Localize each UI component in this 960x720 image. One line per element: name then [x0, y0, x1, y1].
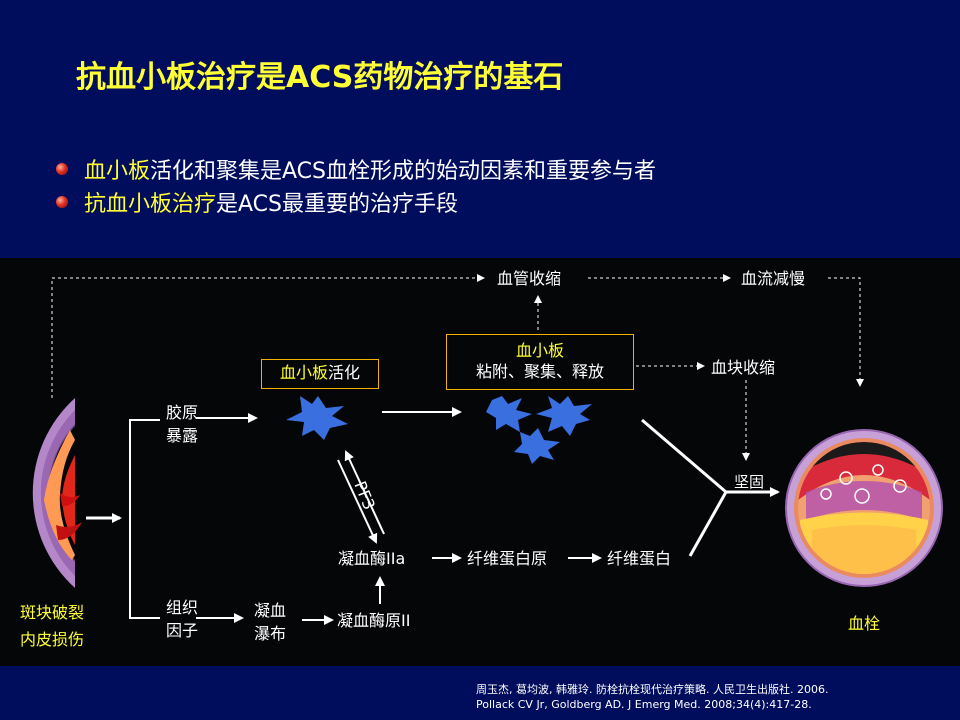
platelet-blob-icon	[536, 396, 592, 436]
platelet-box-title: 血小板	[515, 341, 564, 360]
thrombus-label: 血栓	[848, 614, 881, 633]
platelet-box-subtitle: 粘附、聚集、释放	[475, 362, 604, 381]
footer-band	[0, 666, 960, 720]
collagen-label-line2: 暴露	[166, 426, 199, 445]
fibrinogen-label: 纤维蛋白原	[467, 549, 548, 568]
platelet-blob-icon	[514, 428, 560, 464]
tissue-factor-line2: 因子	[166, 621, 199, 640]
prothrombin-label: 凝血酶原II	[337, 611, 411, 630]
bullet-highlight: 血小板	[84, 158, 151, 184]
reference-line: 周玉杰, 葛均波, 韩雅玲. 防栓抗栓现代治疗策略. 人民卫生出版社. 2006…	[476, 683, 829, 696]
slow-flow-label: 血流减慢	[741, 269, 806, 288]
bullet-item: 抗血小板治疗是ACS最重要的治疗手段	[56, 185, 656, 218]
vasoconstriction-label: 血管收缩	[497, 269, 562, 288]
bullet-list: 血小板活化和聚集是ACS血栓形成的始动因素和重要参与者 抗血小板治疗是ACS最重…	[56, 152, 656, 218]
clot-retraction-label: 血块收缩	[711, 358, 776, 377]
platelet-activation-highlight: 血小板	[279, 363, 328, 382]
red-sphere-bullet-icon	[56, 195, 68, 208]
coagulation-line1: 凝血	[254, 601, 287, 620]
thrombus-icon	[785, 429, 943, 587]
header-band	[0, 0, 960, 258]
stabilize-label: 坚固	[734, 473, 765, 491]
pathway-diagram	[32, 274, 943, 625]
red-sphere-bullet-icon	[56, 162, 68, 175]
coagulation-line2: 瀑布	[254, 624, 287, 643]
thrombin-label: 凝血酶IIa	[338, 549, 406, 568]
bullet-highlight: 抗血小板治疗	[84, 191, 217, 217]
tissue-factor-line1: 组织	[166, 598, 199, 617]
bullet-text: 是ACS最重要的治疗手段	[216, 191, 459, 217]
platelet-blob-icon	[486, 396, 532, 432]
bullet-text: 活化和聚集是ACS血栓形成的始动因素和重要参与者	[150, 158, 657, 184]
vessel-wall-icon	[32, 398, 82, 588]
plaque-rupture-label: 斑块破裂	[20, 603, 85, 622]
endothelial-injury-label: 内皮损伤	[20, 630, 85, 649]
collagen-label-line1: 胶原	[166, 403, 199, 422]
platelet-activation-text: 活化	[328, 363, 361, 382]
platelet-box: 血小板 粘附、聚集、释放	[446, 334, 634, 390]
bullet-item: 血小板活化和聚集是ACS血栓形成的始动因素和重要参与者	[56, 152, 656, 185]
reference-line: Pollack CV Jr, Goldberg AD. J Emerg Med.…	[476, 698, 812, 711]
platelet-activation-box: 血小板活化	[261, 359, 379, 389]
platelet-blob-icon	[286, 396, 348, 440]
fibrin-label: 纤维蛋白	[607, 549, 672, 568]
slide-title: 抗血小板治疗是ACS药物治疗的基石	[76, 60, 564, 95]
